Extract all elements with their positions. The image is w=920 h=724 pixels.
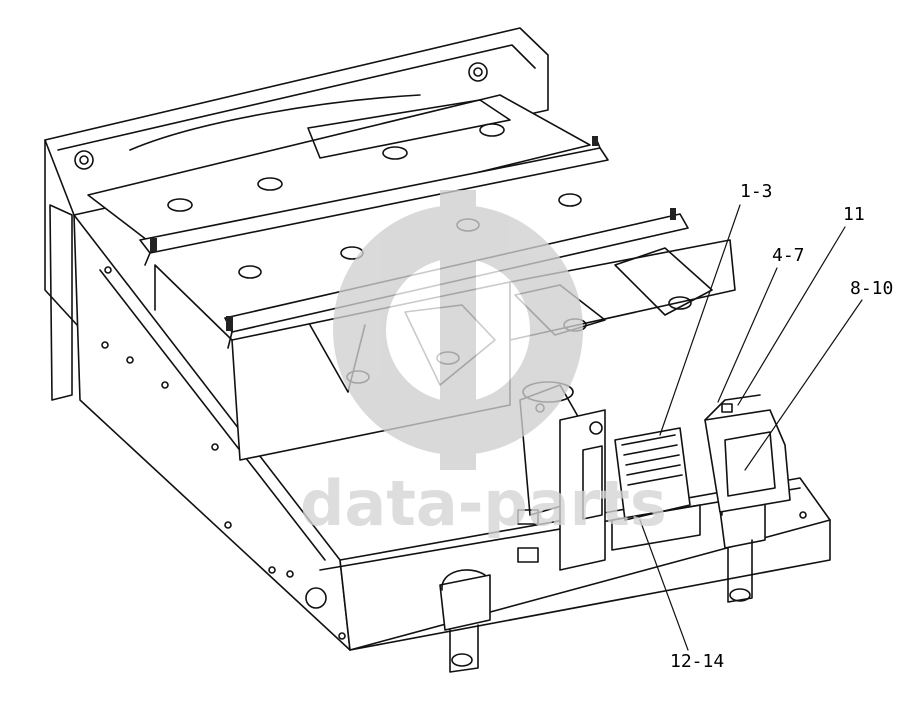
callout-label-12-14: 12-14: [670, 651, 724, 672]
watermark-text: data-parts: [300, 467, 667, 540]
hold-down-bar-rear: [139, 136, 609, 266]
fasteners-small: [517, 403, 733, 563]
connector-12-14: [611, 427, 701, 551]
latch-left: [439, 569, 491, 673]
latch-right: [719, 499, 766, 603]
callout-label-1-3: 1-3: [740, 181, 773, 202]
callout-label-8-10: 8-10: [850, 278, 893, 299]
callout-label-11: 11: [843, 204, 865, 225]
callout-label-4-7: 4-7: [772, 245, 805, 266]
watermark: data-parts: [300, 190, 667, 540]
bracket-plate: [559, 409, 606, 571]
callouts: 1-3 4-7 11 8-10 12-14: [670, 181, 893, 672]
leader-lines: [639, 204, 863, 651]
cover-8-10: [704, 394, 791, 513]
back-frame: [44, 27, 549, 401]
battery-rear: [87, 94, 591, 251]
